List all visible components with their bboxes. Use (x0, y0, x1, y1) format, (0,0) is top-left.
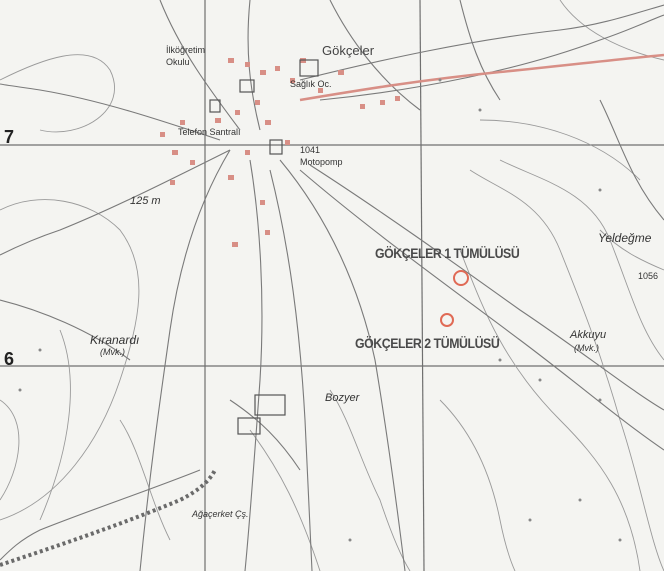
dark-blocks (209, 59, 319, 435)
kiranardi-mvk-label: (Mvk.) (100, 347, 125, 357)
tumulus-2-marker (440, 313, 454, 327)
health-label: Sağlık Oc. (290, 79, 332, 89)
scattered-dots (18, 78, 622, 542)
grid-label-7: 7 (4, 127, 15, 147)
motopomp-label: Motopomp (300, 157, 343, 167)
exchange-label: Telefon Santralı (178, 127, 241, 137)
railway (0, 469, 217, 567)
village-buildings (160, 58, 400, 247)
school-label-2: Okulu (166, 57, 190, 67)
grid-label-6: 6 (4, 349, 15, 369)
main-road (299, 53, 664, 102)
elevation-3-label: 1056 (638, 271, 659, 281)
akkuyu-label: Akkuyu (570, 329, 607, 341)
kiranardi-label: Kıranardı (90, 333, 140, 347)
elevation-2-label: 125 m (130, 195, 161, 207)
yeldegme-label: Yeldeğme (598, 231, 652, 245)
akkuyu-mvk-label: (Mvk.) (574, 343, 599, 353)
village-label: Gökçeler (322, 43, 375, 58)
elevation-label: 1041 (300, 145, 321, 155)
bozyer-label: Bozyer (325, 392, 360, 404)
tumulus-1-marker (453, 270, 469, 286)
school-label: İlköğretim (166, 45, 206, 55)
tumulus-1-label: GÖKÇELER 1 TÜMÜLÜSÜ (375, 245, 520, 261)
tumulus-2-label: GÖKÇELER 2 TÜMÜLÜSÜ (355, 335, 500, 351)
spring-label: Ağaçerket Çş. (192, 509, 249, 519)
